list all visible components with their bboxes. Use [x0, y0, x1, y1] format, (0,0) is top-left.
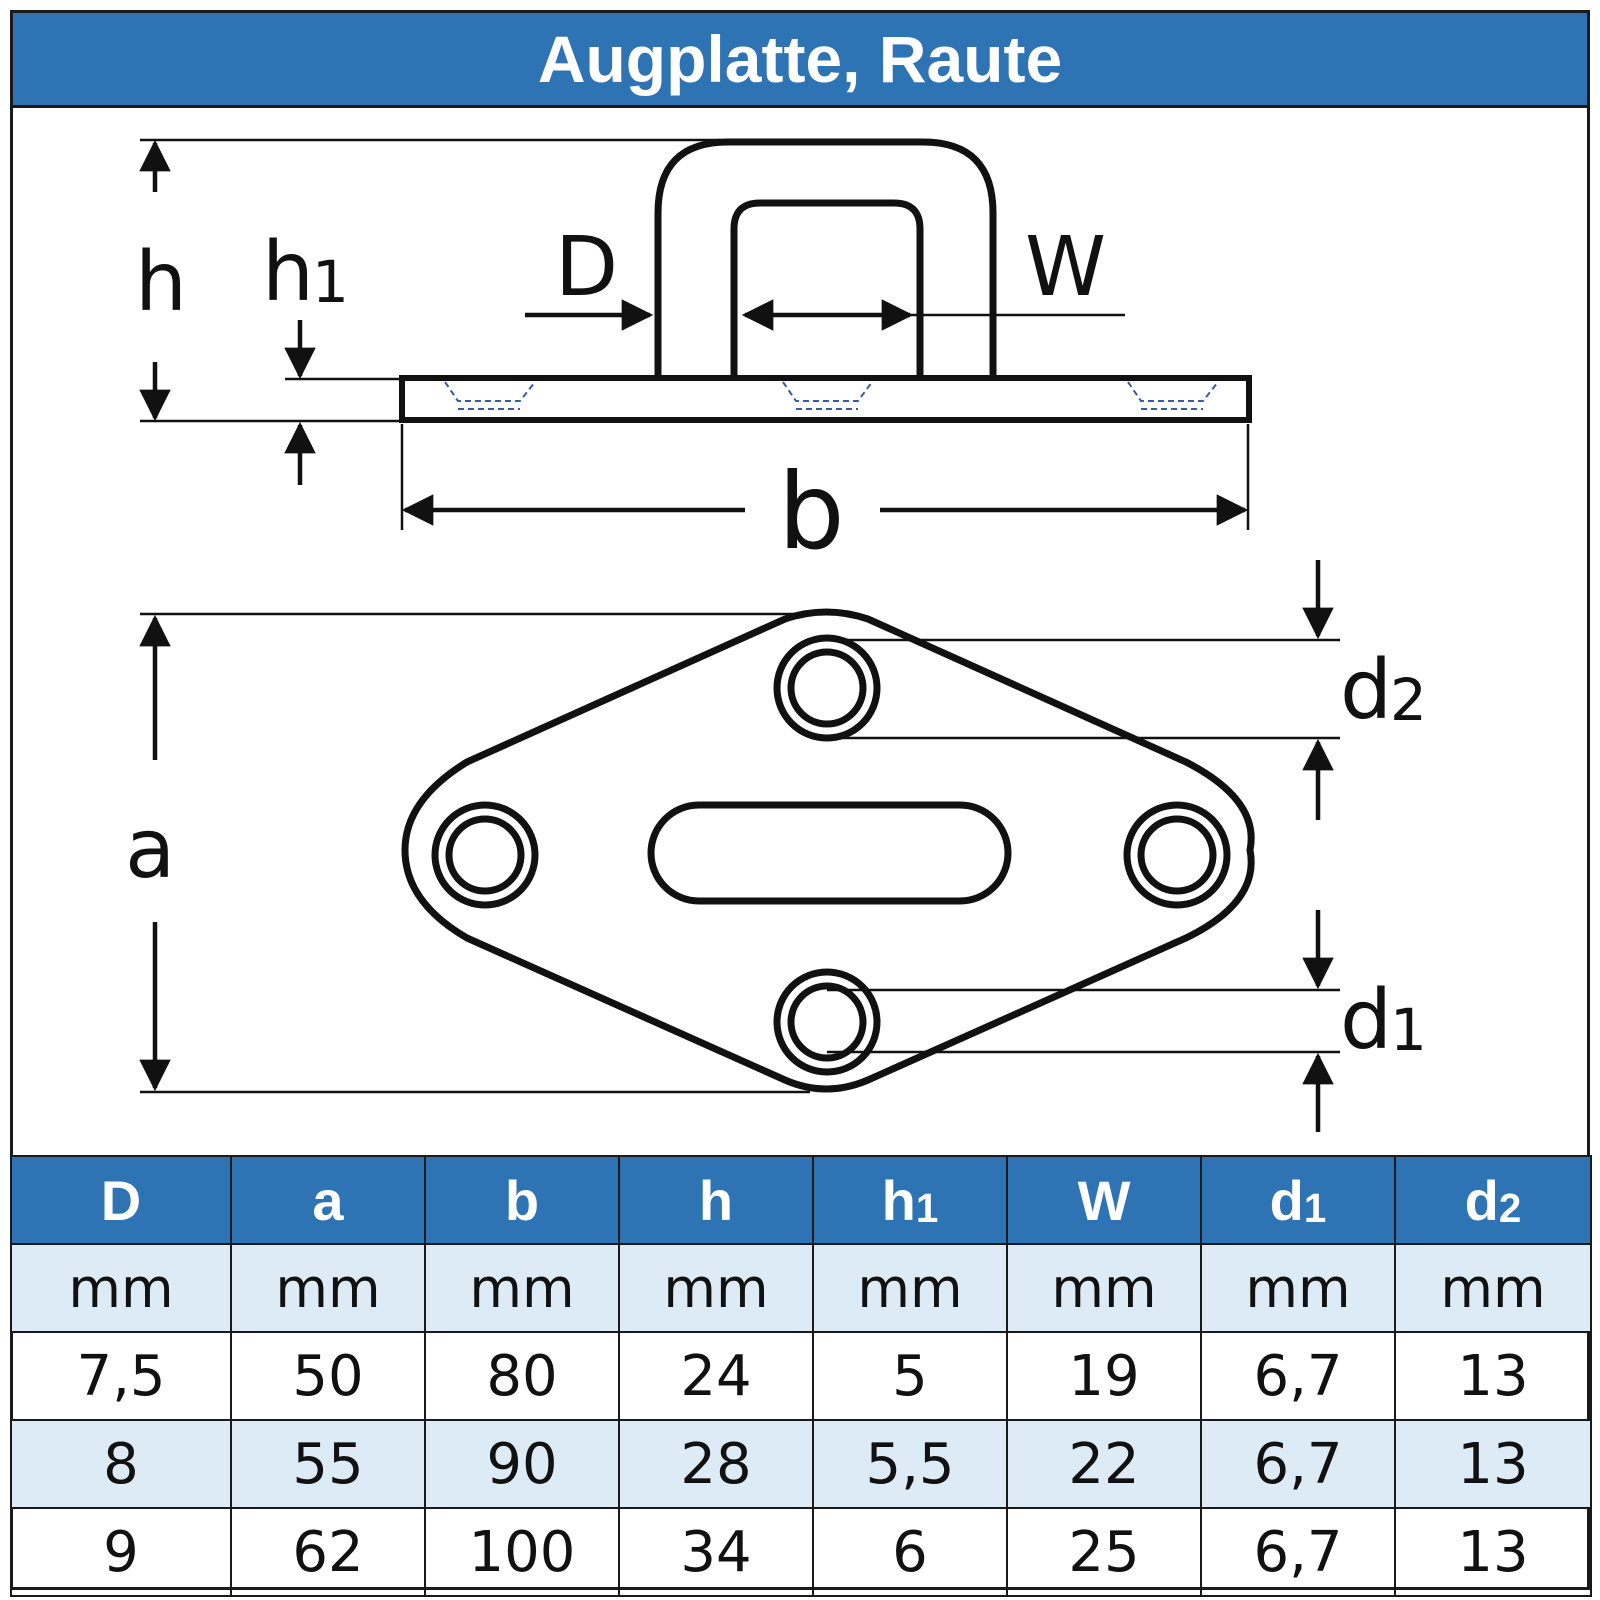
table-header-row: D a b h h1 W d1 d2	[10, 1155, 1592, 1245]
unit-cell: mm	[230, 1243, 426, 1333]
technical-drawing: h h 1 D W b	[125, 138, 1427, 1132]
table-row: 8 55 90 28 5,5 22 6,7 13	[10, 1419, 1592, 1509]
top-view	[401, 608, 1255, 1093]
table-cell: 6,7	[1200, 1419, 1396, 1509]
label-d2-main: d	[1340, 643, 1392, 738]
table-cell: 19	[1006, 1331, 1202, 1421]
hole-right	[1123, 801, 1231, 909]
table-cell: 34	[618, 1507, 814, 1597]
unit-cell: mm	[1394, 1243, 1592, 1333]
unit-cell: mm	[812, 1243, 1008, 1333]
table-cell: 5	[812, 1331, 1008, 1421]
header-cell: h	[618, 1155, 814, 1245]
table-cell: 50	[230, 1331, 426, 1421]
unit-cell: mm	[1200, 1243, 1396, 1333]
header-cell: d1	[1200, 1155, 1396, 1245]
label-h1-sub: 1	[312, 248, 349, 316]
label-h: h	[135, 235, 187, 330]
header-cell: h1	[812, 1155, 1008, 1245]
label-d1-main: d	[1340, 973, 1392, 1068]
unit-cell: mm	[10, 1243, 232, 1333]
side-plate	[399, 375, 1252, 423]
hole-top	[773, 634, 881, 742]
label-W: W	[1025, 220, 1106, 315]
table-cell: 22	[1006, 1419, 1202, 1509]
label-a: a	[125, 802, 175, 897]
unit-cell: mm	[424, 1243, 620, 1333]
hole-bottom	[773, 968, 881, 1076]
label-h1-main: h	[262, 225, 314, 320]
table-cell: 7,5	[10, 1331, 232, 1421]
dimensions-table: D a b h h1 W d1 d2 mm mm mm mm mm mm mm …	[10, 1155, 1592, 1597]
table-cell: 6,7	[1200, 1507, 1396, 1597]
unit-cell: mm	[618, 1243, 814, 1333]
table-cell: 8	[10, 1419, 232, 1509]
table-cell: 6	[812, 1507, 1008, 1597]
title-bar: Augplatte, Raute	[10, 10, 1590, 108]
table-cell: 13	[1394, 1507, 1592, 1597]
side-countersinks	[444, 381, 1219, 410]
label-d2-sub: 2	[1390, 666, 1427, 734]
label-D: D	[555, 220, 618, 315]
header-cell: a	[230, 1155, 426, 1245]
table-cell: 100	[424, 1507, 620, 1597]
table-cell: 13	[1394, 1331, 1592, 1421]
table-cell: 6,7	[1200, 1331, 1396, 1421]
label-b: b	[778, 451, 845, 573]
table-cell: 25	[1006, 1507, 1202, 1597]
table-cell: 55	[230, 1419, 426, 1509]
table-cell: 80	[424, 1331, 620, 1421]
table-cell: 5,5	[812, 1419, 1008, 1509]
header-cell: b	[424, 1155, 620, 1245]
unit-cell: mm	[1006, 1243, 1202, 1333]
table-cell: 13	[1394, 1419, 1592, 1509]
side-dimensions	[140, 138, 1250, 530]
hole-left	[431, 801, 539, 909]
side-view	[399, 138, 1252, 423]
table-cell: 24	[618, 1331, 814, 1421]
page-title: Augplatte, Raute	[537, 22, 1063, 96]
table-cell: 90	[424, 1419, 620, 1509]
header-cell: d2	[1394, 1155, 1592, 1245]
table-cell: 9	[10, 1507, 232, 1597]
top-slot	[647, 801, 1012, 905]
label-d1-sub: 1	[1390, 996, 1427, 1064]
table-cell: 28	[618, 1419, 814, 1509]
table-cell: 62	[230, 1507, 426, 1597]
top-dimensions	[140, 612, 1340, 1094]
units-row: mm mm mm mm mm mm mm mm	[10, 1243, 1592, 1333]
header-cell: D	[10, 1155, 232, 1245]
side-eye-outer	[654, 138, 997, 376]
header-cell: W	[1006, 1155, 1202, 1245]
table-row: 9 62 100 34 6 25 6,7 13	[10, 1507, 1592, 1597]
side-eye-inner	[730, 199, 924, 376]
table-row: 7,5 50 80 24 5 19 6,7 13	[10, 1331, 1592, 1421]
